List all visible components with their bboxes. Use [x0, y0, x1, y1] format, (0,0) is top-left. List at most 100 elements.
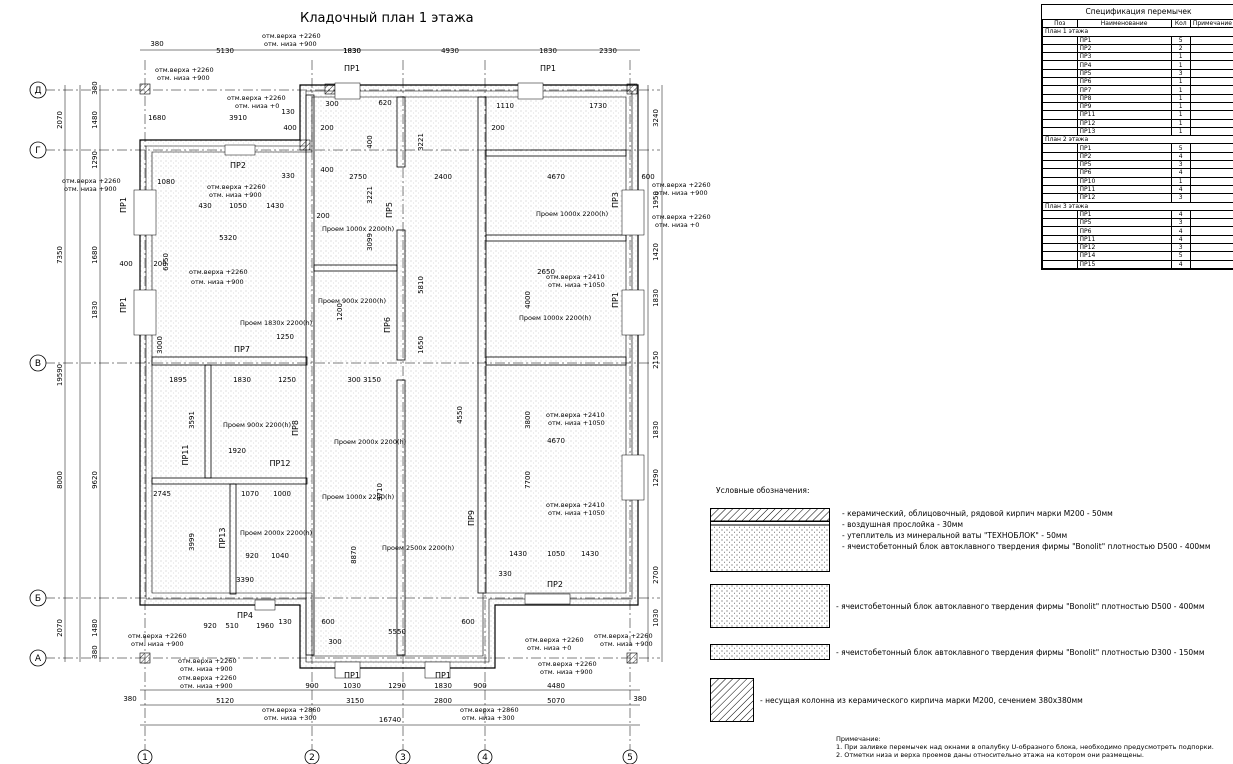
inner-dim: 1960	[256, 622, 274, 630]
spec-cell-note	[1189, 101, 1233, 112]
lintel-label: ПР6	[383, 317, 392, 333]
spec-cell-pos	[1042, 242, 1078, 253]
inner-dim: 200	[153, 260, 166, 268]
inner-dim: 2745	[153, 490, 171, 498]
spec-cell-name: ПР1	[1076, 143, 1172, 153]
lintel-label: ПР2	[230, 161, 246, 170]
spec-cell-qty: 1	[1170, 93, 1191, 103]
inner-dim: 600	[321, 618, 334, 626]
dim-bot2-4: 5070	[547, 697, 565, 705]
lintel-label: ПР1	[540, 64, 556, 73]
spec-cell-name: ПР5	[1076, 68, 1172, 79]
dim-right-3: 1420	[652, 243, 660, 261]
spec-cell-note	[1189, 35, 1233, 45]
axis-col-3: 3	[400, 753, 406, 763]
spec-cell-note	[1189, 242, 1233, 253]
dim-bot2-1: 5120	[216, 697, 234, 705]
inner-dim: 3000	[156, 336, 164, 354]
dim-right-2: 1950	[652, 191, 660, 209]
spec-cell-qty: 5	[1170, 251, 1191, 261]
inner-dim: 1430	[509, 550, 527, 558]
inner-dim: 1895	[169, 376, 187, 384]
spec-cell-note	[1189, 226, 1233, 236]
spec-cell-pos	[1042, 101, 1078, 112]
spec-cell-name: ПР11	[1076, 184, 1172, 195]
spec-cell-qty: 1	[1170, 110, 1191, 120]
spec-caption: Спецификация перемычек	[1042, 5, 1233, 20]
spec-cell-name: ПР3	[1076, 52, 1172, 62]
dim-left-outer-2: 7350	[56, 246, 64, 264]
spec-cell-pos	[1042, 43, 1078, 54]
dim-top-5: 1830	[539, 47, 557, 55]
spec-cell-note	[1189, 193, 1233, 203]
axis-row-b: Б	[35, 594, 41, 604]
opening-note: Проем 1000х 2200(h)	[322, 225, 394, 233]
inner-dim: 130	[281, 108, 294, 116]
spec-cell-qty: 5	[1170, 143, 1191, 153]
opening-note: Проем 1000х 2200(h)	[536, 210, 608, 218]
columns	[139, 83, 638, 664]
spec-cell-qty: 5	[1170, 35, 1191, 45]
elev-mark: отм.верха +2860	[460, 706, 519, 714]
spec-cell-qty: 1	[1170, 52, 1191, 62]
spec-cell-pos	[1042, 151, 1078, 162]
legend-swatch-d500	[710, 584, 830, 628]
elev-mark: отм. низа +1050	[548, 419, 605, 427]
spec-cell-name: ПР12	[1076, 242, 1172, 253]
note-2: 2. Отметки низа и верха проемов даны отн…	[836, 751, 1144, 759]
spec-cell-name: ПР4	[1076, 60, 1172, 70]
lintel-label: ПР13	[218, 527, 227, 548]
spec-cell-pos	[1042, 77, 1078, 87]
elev-mark: отм.верха +2260	[227, 94, 286, 102]
inner-dim: 9710	[376, 483, 384, 501]
elev-mark: отм. низа +900	[540, 668, 593, 676]
inner-dim: 1430	[581, 550, 599, 558]
dim-left-inner-7: 1480	[91, 619, 99, 637]
elev-mark: отм.верха +2260	[594, 632, 653, 640]
inner-dim: 1000	[273, 490, 291, 498]
dim-right-4: 1830	[652, 289, 660, 307]
spec-cell-qty: 3	[1170, 68, 1191, 79]
spec-cell-pos	[1042, 126, 1078, 137]
elev-mark: отм.верха +2260	[155, 66, 214, 74]
spec-cell-pos	[1042, 226, 1078, 236]
inner-dim: 1050	[547, 550, 565, 558]
spec-cell-qty: 1	[1170, 85, 1191, 95]
elev-mark: отм.верха +2260	[207, 183, 266, 191]
inner-dim: 1680	[148, 114, 166, 122]
legend-swatch-column	[710, 678, 754, 722]
dim-left-inner-4: 1680	[91, 246, 99, 264]
legend-text-1b: - воздушная прослойка - 30мм	[842, 520, 964, 529]
axis-markers	[29, 81, 638, 764]
inner-dim: 400	[283, 124, 296, 132]
spec-cell-pos	[1042, 193, 1078, 203]
elev-mark: отм.верха +2260	[128, 632, 187, 640]
lintel-label: ПР9	[467, 510, 476, 526]
opening-note: Проем 900х 2200(h)	[318, 297, 386, 305]
opening-note: Проем 2500х 2200(h)	[382, 544, 454, 552]
spec-cell-qty: 4	[1170, 184, 1191, 195]
inner-dim: 200	[491, 124, 504, 132]
elev-mark: отм.верха +2260	[652, 181, 711, 189]
inner-dim: 200	[316, 212, 329, 220]
inner-dim: 3099	[366, 233, 374, 251]
inner-dim: 300	[325, 100, 338, 108]
inner-dim: 510	[225, 622, 238, 630]
legend-text-1a: - керамический, облицовочный, рядовой ки…	[842, 509, 1113, 518]
spec-cell-note	[1189, 184, 1233, 195]
dimension-lines	[64, 49, 663, 726]
dim-left-inner-1: 380	[91, 81, 99, 94]
spec-cell-qty: 1	[1170, 176, 1191, 186]
lintel-label: ПР4	[237, 611, 253, 620]
spec-cell-qty: 1	[1170, 126, 1191, 137]
spec-cell-qty: 1	[1170, 60, 1191, 70]
inner-dim: 1110	[496, 102, 514, 110]
inner-dim: 600	[641, 173, 654, 181]
